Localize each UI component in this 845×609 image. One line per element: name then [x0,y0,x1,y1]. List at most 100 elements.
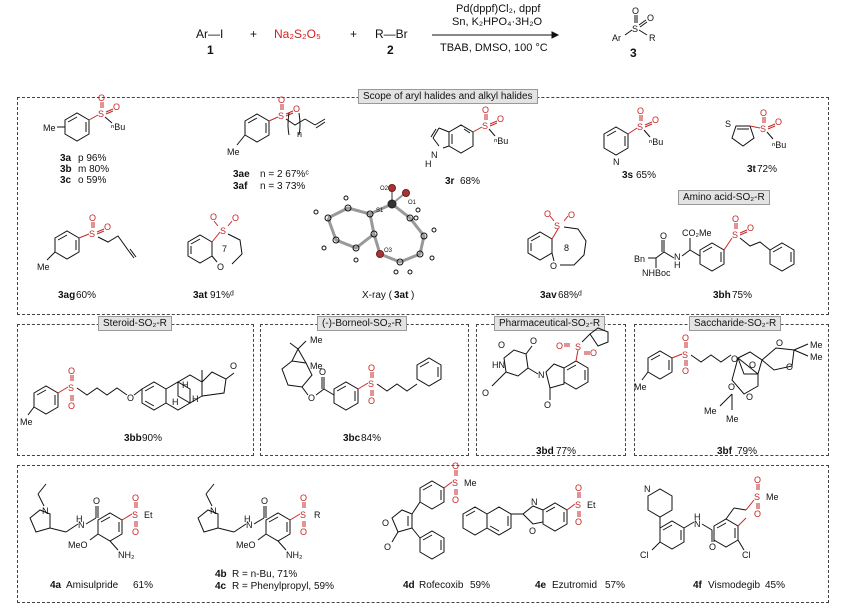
compound-yield: p 96% [78,153,107,164]
compound-id: 3r [445,176,455,187]
xray-atom-label: O2 [380,186,389,192]
oxygen-label: O [786,362,793,372]
ring-size-label: 8 [564,243,569,253]
oxygen-label: O [550,261,557,271]
compound-4b-structure: N H N O MeO NH₂ S O O R [197,483,321,560]
n-butyl-label: ⁿBu [111,122,125,132]
oxygen-label: O [732,214,739,224]
compound-3av-structure: S O O O 8 [527,209,587,271]
methyl-label: Me [704,406,717,416]
sulfur-label: S [300,510,306,520]
compound-detail: R = Phenylpropyl, 59% [232,581,335,592]
oxygen-label: O [89,213,96,223]
compound-name: Amisulpride [66,580,119,591]
oxygen-label: O [93,496,100,506]
product-ar-label: Ar [612,33,621,43]
n-butyl-label: ⁿBu [772,140,786,150]
oxygen-label: O [293,104,300,114]
sulfur-label: S [220,226,226,236]
oxygen-label: O [382,518,389,528]
compound-detail: R = n-Bu, 71% [232,569,298,580]
compound-4f-structure: N Cl H N O Cl S O O Me [640,475,779,560]
compound-name: Ezutromid [552,580,598,591]
oxygen-label: O [498,340,505,350]
oxygen-label: O [754,509,761,519]
product-sulfone-structure: Ar R S O O [612,6,656,43]
compound-4e-structure: N O S O O Et [462,483,596,536]
pharmaceutical-tag: Pharmaceutical-SO₂-R [494,316,606,331]
compound-3bb-structure: Me S O O O O H H H [20,361,237,427]
oxygen-label: O [278,95,285,105]
oxygen-label: O [575,517,582,527]
compound-id: 4a [50,580,62,591]
ring-size-label: 7 [222,244,227,254]
sulfur-label: S [725,119,731,129]
sulfur-label: S [682,350,688,360]
compound-yield: 79% [737,446,758,457]
sulfur-label: S [637,122,643,132]
compound-3bf-structure: Me S O O O O O O Me Me O O Me Me [634,333,823,424]
amino-acid-tag: Amino acid-SO₂-R [678,190,770,205]
compound-yield: 57% [605,580,626,591]
compound-id: 3bb [124,433,142,444]
reactant-2-number: 2 [387,43,394,57]
compound-yield: 60% [76,290,97,301]
oxygen-label: O [647,13,654,23]
methyl-label: Me [310,335,323,345]
compound-yield: 68%ᵈ [558,290,582,301]
sulfur-label: S [632,24,638,34]
methyl-label: Me [227,147,240,157]
oxygen-label: O [132,493,139,503]
methyl-label: Me [810,340,823,350]
benzyl-label: Bn [634,254,645,264]
compound-yield: 84% [361,433,382,444]
reactant-alkyl-bromide: R—Br [375,27,408,41]
nh-label: HN [492,360,505,370]
compound-yield: n = 3 73% [260,181,306,192]
n-butyl-label: ⁿBu [494,136,508,146]
compound-yield: 65% [636,170,657,181]
steroid-tag: Steroid-SO₂-R [98,316,172,331]
compound-id: 4e [535,580,547,591]
oxygen-label: O [590,348,597,358]
conditions-additives: Sn, K₂HPO₄·3H₂O [452,16,543,28]
chloro-label: Cl [640,550,649,560]
oxygen-label: O [530,336,537,346]
oxygen-label: O [368,396,375,406]
oxygen-label: O [113,102,120,112]
oxygen-label: O [568,210,575,220]
sulfur-label: S [98,109,104,119]
sulfur-label: S [760,124,766,134]
nitrogen-label: N [431,150,438,160]
methoxy-label: MeO [68,540,88,550]
methyl-label: Me [310,361,323,371]
compound-3a-structure: Me S O O ⁿBu [43,93,125,142]
hydrogen-label: H [425,159,432,169]
compound-id: 3t [747,164,756,175]
compound-yield: 45% [765,580,786,591]
compound-id: 3bd [536,446,554,457]
nitrogen-label: N [674,252,681,262]
oxygen-label: O [300,527,307,537]
compound-3ag-structure: Me S O O [37,213,137,272]
oxygen-label: O [632,6,639,16]
oxygen-label: O [210,212,217,222]
reactant-aryl-iodide: Ar—I [196,27,224,41]
compound-yield: 90% [142,433,163,444]
oxygen-label: O [497,114,504,124]
compound-yield: 61% [133,580,154,591]
oxygen-label: O [544,209,551,219]
nitrogen-label: N [531,497,538,507]
compound-yield: o 59% [78,175,107,186]
compound-id: 3bc [343,433,361,444]
nitrogen-label: N [613,157,620,167]
oxygen-label: O [749,360,756,370]
oxygen-label: O [682,333,689,343]
oxygen-label: O [544,400,551,410]
oxygen-label: O [637,106,644,116]
xray-atom-label: O1 [408,200,417,206]
sulfur-label: S [732,230,738,240]
oxygen-label: O [575,483,582,493]
hydrogen-label: H [76,514,83,524]
sulfur-label: S [482,121,488,131]
